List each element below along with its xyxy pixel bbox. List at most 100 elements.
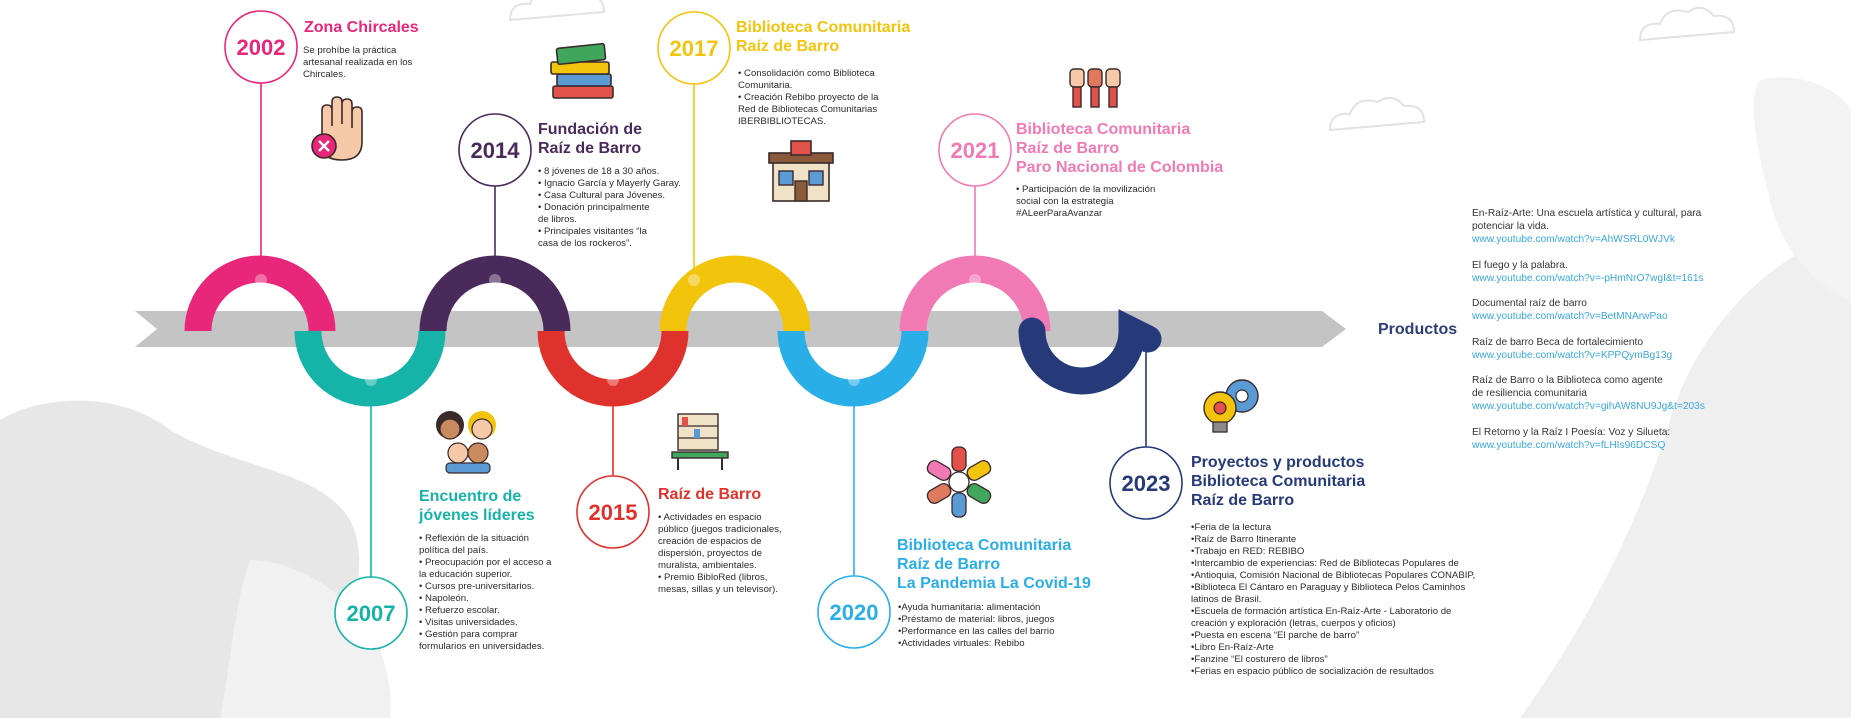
event-description-line: formularios en universidades. xyxy=(419,641,545,652)
product-link[interactable]: www.youtube.com/watch?v=BetMNArwPao xyxy=(1472,311,1668,322)
event-description-line: •Performance en las calles del barrio xyxy=(898,626,1055,637)
event-title-2015: Raíz de Barro xyxy=(658,485,761,504)
year-circle-2002 xyxy=(224,10,298,84)
event-title-line: Raíz de Barro xyxy=(1016,140,1120,157)
event-title-line: Raíz de Barro xyxy=(1191,492,1295,509)
event-description-line: •Antioquia, Comisión Nacional de Bibliot… xyxy=(1191,570,1476,581)
joined-hands-icon xyxy=(926,446,992,518)
event-description-line: •Escuela de formación artística En-Raíz-… xyxy=(1191,606,1452,617)
year-label: 2014 xyxy=(471,138,521,163)
arc-dot xyxy=(255,274,267,286)
year-label: 2015 xyxy=(589,500,638,525)
event-description-line: •Préstamo de material: libros, juegos xyxy=(898,614,1055,625)
event-description-line: • Consolidación como Biblioteca xyxy=(738,68,875,79)
event-description-line: • Preocupación por el acceso a xyxy=(419,557,552,568)
product-title: El Retorno y la Raíz I Poesía: Voz y Sil… xyxy=(1472,426,1671,438)
event-description-line: • Participación de la movilización xyxy=(1016,184,1156,195)
event-title-line: Biblioteca Comunitaria xyxy=(897,537,1072,554)
product-item: En-Raíz-Arte: Una escuela artística y cu… xyxy=(1472,207,1792,246)
event-title-line: Raíz de Barro xyxy=(658,486,762,503)
year-circle-2007 xyxy=(334,576,408,650)
event-description-line: Comunitaria. xyxy=(738,80,793,91)
year-label: 2017 xyxy=(670,36,719,61)
event-description-line: • Ignacio García y Mayerly Garay. xyxy=(538,178,681,189)
arc-dot xyxy=(365,374,377,386)
year-circle-2021 xyxy=(938,113,1012,187)
event-description-line: Chircales. xyxy=(303,69,346,80)
event-description-line: • Napoleón. xyxy=(419,593,469,604)
product-title: El fuego y la palabra. xyxy=(1472,259,1568,271)
event-description-line: • Creación Rebibo proyecto de la xyxy=(738,92,879,103)
books-stack-icon xyxy=(550,42,614,99)
event-description-line: •Ayuda humanitaria: alimentación xyxy=(898,602,1041,613)
year-label: 2020 xyxy=(830,600,879,625)
product-item: El Retorno y la Raíz I Poesía: Voz y Sil… xyxy=(1472,426,1792,452)
event-title-line: Fundación de xyxy=(538,121,642,138)
event-description-line: • 8 jóvenes de 18 a 30 años. xyxy=(538,166,660,177)
event-description-line: •Libro En-Raíz-Arte xyxy=(1191,642,1274,653)
product-link[interactable]: www.youtube.com/watch?v=KPPQymBg13g xyxy=(1472,349,1673,361)
product-link[interactable]: www.youtube.com/watch?v=-pHmNrO7wgI&t=16… xyxy=(1472,272,1704,284)
event-description-line: • Reflexión de la situación xyxy=(419,533,530,544)
product-title: En-Raíz-Arte: Una escuela artística y cu… xyxy=(1472,208,1702,219)
year-circle-2020 xyxy=(817,575,891,649)
event-title-line: Biblioteca Comunitaria xyxy=(736,19,911,36)
product-title: de resiliencia comunitaria xyxy=(1472,388,1587,399)
year-circle-2014 xyxy=(458,113,532,187)
arc-2017 xyxy=(659,255,811,332)
event-description-line: la educación superior. xyxy=(419,569,513,580)
statue-head-backdrop xyxy=(1753,77,1851,300)
event-description-line: IBERBIBLIOTECAS. xyxy=(738,116,826,127)
product-link[interactable]: www.youtube.com/watch?v=AhWSRL0WJVk xyxy=(1472,234,1675,245)
cloud-icon xyxy=(508,0,606,22)
event-description-line: casa de los rockeros”. xyxy=(538,238,632,249)
product-link[interactable]: www.youtube.com/watch?v=gihAW8NU9Jg&t=20… xyxy=(1472,401,1705,412)
product-link[interactable]: www.youtube.com/watch?v=fLHIs96DCSQ xyxy=(1472,439,1666,451)
young-people-group-icon xyxy=(436,411,496,474)
event-description-line: Red de Bibliotecas Comunitarias xyxy=(738,104,878,115)
products-label: Productos xyxy=(1378,321,1458,338)
statue-backdrop xyxy=(1520,230,1851,718)
year-label: 2007 xyxy=(347,601,396,626)
event-description-line: • Visitas universidades. xyxy=(419,617,518,628)
year-label: 2021 xyxy=(951,138,1000,163)
event-description-line: • Premio BibloRed (libros, xyxy=(658,572,768,583)
event-description-line: • Donación principalmente xyxy=(538,202,650,213)
event-description-line: •Intercambio de experiencias: Red de Bib… xyxy=(1191,558,1459,569)
products-list: En-Raíz-Arte: Una escuela artística y cu… xyxy=(1472,207,1792,464)
product-item: Raíz de Barro o la Biblioteca como agent… xyxy=(1472,374,1792,413)
stop-hand-icon xyxy=(311,96,363,161)
event-title-line: Proyectos y productos xyxy=(1191,454,1365,471)
event-description-line: •Feria de la lectura xyxy=(1191,522,1272,533)
event-description-line: • Cursos pre-universitarios. xyxy=(419,581,535,592)
library-furniture-icon xyxy=(671,413,729,470)
event-description-line: política del país. xyxy=(419,545,489,556)
year-label: 2002 xyxy=(237,35,286,60)
event-description-line: #ALeerParaAvanzar xyxy=(1016,208,1103,219)
product-title: Raíz de Barro o la Biblioteca como agent… xyxy=(1472,375,1663,386)
cloud-icon xyxy=(1328,96,1426,132)
event-description-2023: •Feria de la lectura•Raíz de Barro Itine… xyxy=(1191,522,1475,678)
event-title-line: Biblioteca Comunitaria xyxy=(1191,473,1366,490)
arc-2007 xyxy=(294,330,446,407)
event-title-line: Biblioteca Comunitaria xyxy=(1016,121,1191,138)
event-title-line: Encuentro de xyxy=(419,488,522,505)
event-title-line: La Pandemia La Covid-19 xyxy=(897,575,1091,592)
product-item: El fuego y la palabra.www.youtube.com/wa… xyxy=(1472,259,1792,285)
event-description-line: •Fanzine “El costurero de libros” xyxy=(1191,654,1328,665)
event-description-line: •Puesta en escena “El parche de barro” xyxy=(1191,630,1360,641)
event-description-line: dispersión, proyectos de xyxy=(658,548,762,559)
event-description-line: latinos de Brasil. xyxy=(1191,594,1262,605)
year-circle-2017 xyxy=(657,11,731,85)
